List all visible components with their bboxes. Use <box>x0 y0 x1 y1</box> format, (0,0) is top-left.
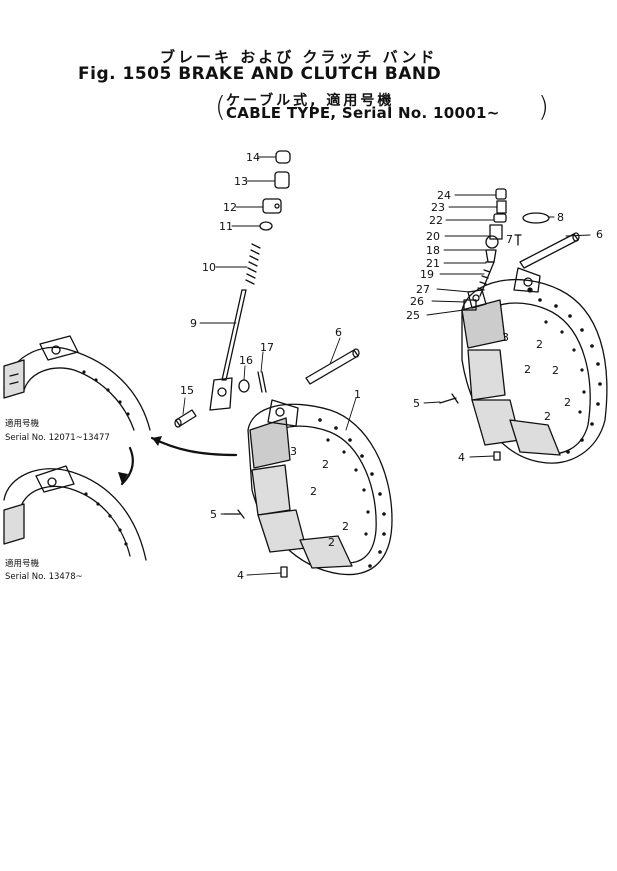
callout-7: 7 <box>506 233 513 246</box>
subtitle-japanese: ケーブル式, 適用号機 <box>226 93 395 109</box>
inset-upper-serial: Serial No. 12071~13477 <box>5 433 110 443</box>
callout-26: 26 <box>410 295 424 308</box>
callout-2-right-c: 2 <box>552 364 559 377</box>
left-band-rivets <box>318 418 386 568</box>
pin-6-right <box>519 232 580 269</box>
inset-lower-rivets <box>84 492 128 546</box>
callout-5-right: 5 <box>413 397 420 410</box>
callout-23: 23 <box>431 201 445 214</box>
callout-20: 20 <box>426 230 440 243</box>
right-band-rivets <box>538 298 602 454</box>
inset-lower-serial: Serial No. 13478~ <box>5 572 83 582</box>
washer-11 <box>259 221 273 231</box>
callout-2-left-d: 2 <box>328 536 335 549</box>
callout-4-left: 4 <box>237 569 244 582</box>
inset-labels: 適用号機 Serial No. 12071~13477 適用号機 Serial … <box>5 418 110 582</box>
callout-25: 25 <box>406 309 420 322</box>
callout-15: 15 <box>180 384 194 397</box>
nut-13 <box>274 171 290 189</box>
title-japanese: ブレーキ および クラッチ バンド <box>160 48 438 66</box>
inset-upper-band <box>3 335 151 431</box>
arrow-to-inset <box>150 436 238 457</box>
callout-3-left: 3 <box>290 445 297 458</box>
figure-subtitle: CABLE TYPE, Serial No. 10001~ <box>226 104 500 122</box>
bolt-4-right <box>493 451 501 461</box>
callout-2-left-a: 2 <box>322 458 329 471</box>
adjuster-12 <box>262 198 282 214</box>
right-adjuster-stack <box>463 188 507 311</box>
callout-2-left-b: 2 <box>310 485 317 498</box>
arrow-between-insets <box>120 446 134 486</box>
callouts: 14 13 12 11 10 9 15 16 17 6 1 3 2 2 2 2 … <box>180 151 603 582</box>
callout-5-left: 5 <box>210 508 217 521</box>
callout-24: 24 <box>437 189 451 202</box>
callout-2-right-d: 2 <box>564 396 571 409</box>
callout-21: 21 <box>426 257 440 270</box>
callout-1: 1 <box>354 388 361 401</box>
nut-14 <box>275 150 291 164</box>
callout-16: 16 <box>239 354 253 367</box>
subtitle-paren-open: ( <box>215 90 226 123</box>
inset-upper-rivets <box>82 370 130 416</box>
callout-22: 22 <box>429 214 443 227</box>
left-band-assembly <box>247 399 393 576</box>
callout-18: 18 <box>426 244 440 257</box>
cotter-17 <box>257 371 267 393</box>
subtitle-paren-close: ) <box>538 90 549 123</box>
rod-9 <box>209 289 247 411</box>
right-band-assembly <box>461 267 608 464</box>
washer-16 <box>238 379 250 393</box>
callout-2-right-b: 2 <box>524 363 531 376</box>
callout-8: 8 <box>557 211 564 224</box>
pin-6-left <box>305 348 360 385</box>
inset-upper-label-jp: 適用号機 <box>5 418 40 429</box>
callout-11: 11 <box>219 220 233 233</box>
spring-10 <box>245 243 261 285</box>
callout-6-left: 6 <box>335 326 342 339</box>
figure-title: Fig. 1505 BRAKE AND CLUTCH BAND <box>78 64 442 84</box>
bolt-4-left <box>280 566 288 578</box>
bolt-5-right <box>439 393 459 404</box>
callout-13: 13 <box>234 175 248 188</box>
callout-2-right-a: 2 <box>536 338 543 351</box>
callout-10: 10 <box>202 261 216 274</box>
callout-17: 17 <box>260 341 274 354</box>
figure-header: ブレーキ および クラッチ バンド Fig. 1505 BRAKE AND CL… <box>0 0 617 130</box>
callout-2-right-e: 2 <box>544 410 551 423</box>
inset-lower-label-jp: 適用号機 <box>5 558 40 569</box>
callout-9: 9 <box>190 317 197 330</box>
callout-19: 19 <box>420 268 434 281</box>
callout-12: 12 <box>223 201 237 214</box>
callout-27: 27 <box>416 283 430 296</box>
leader-lines <box>182 156 591 576</box>
pin-15 <box>174 409 197 428</box>
pin-7-right <box>514 234 522 246</box>
callout-2-left-c: 2 <box>342 520 349 533</box>
callout-4-right: 4 <box>458 451 465 464</box>
callout-3-right: 3 <box>502 331 509 344</box>
callout-6-right: 6 <box>596 228 603 241</box>
cotter-8-right <box>522 212 550 224</box>
callout-14: 14 <box>246 151 260 164</box>
